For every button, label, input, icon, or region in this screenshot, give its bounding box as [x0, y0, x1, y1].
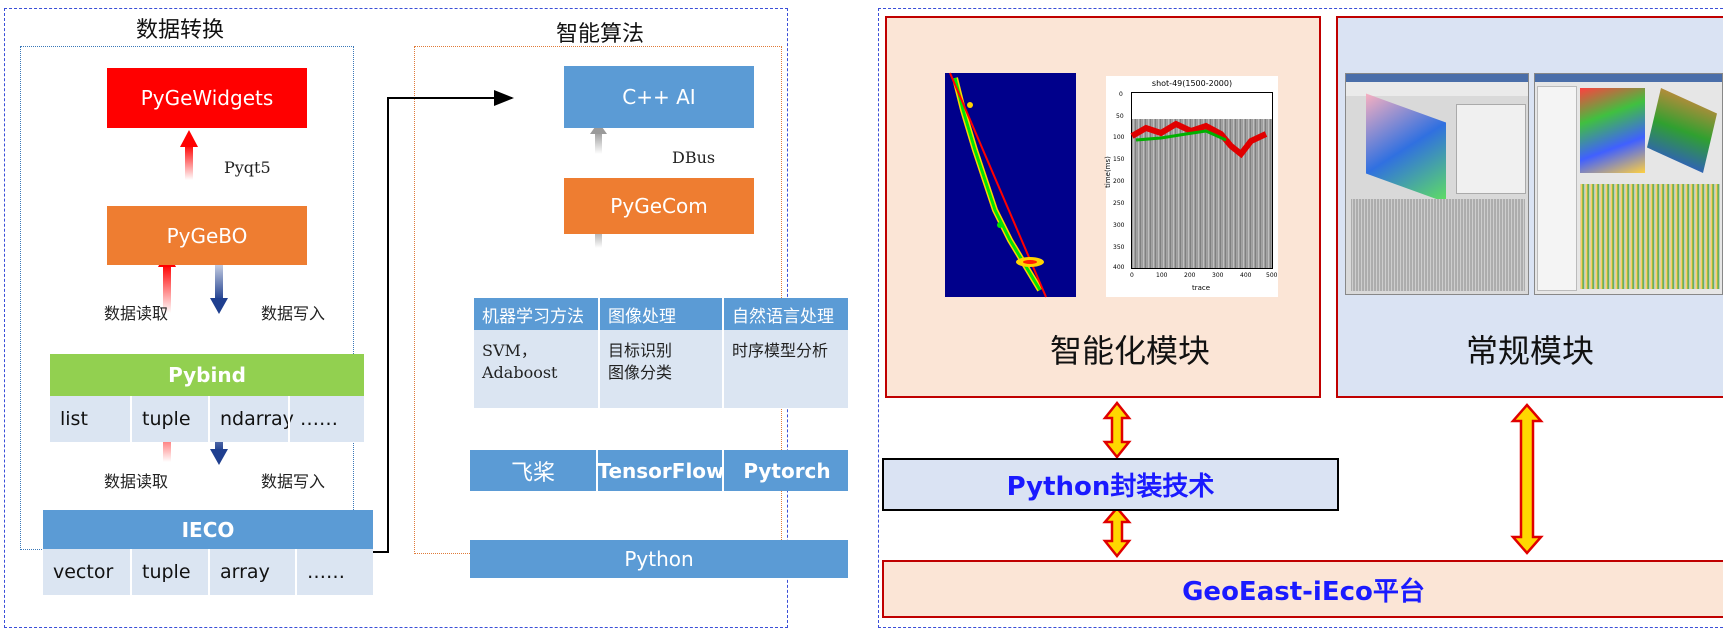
ieco-cell: tuple	[130, 549, 208, 595]
plot-ytick: 300	[1113, 222, 1125, 229]
framework-cell: TensorFlow	[596, 450, 725, 491]
methods-item: 时序模型分析	[732, 341, 829, 360]
platform-bar: GeoEast-iEco平台	[882, 560, 1723, 618]
plot-ylabel: time(ms)	[1103, 156, 1112, 188]
write-label: 数据写入	[261, 304, 326, 323]
plot-ytick: 350	[1113, 244, 1125, 251]
methods-header-cell: 图像处理	[598, 298, 722, 330]
framework-cell: 飞桨	[510, 460, 555, 486]
plot-area	[1131, 92, 1273, 269]
double-arrow-icon	[1102, 506, 1132, 559]
plot-xtick: 300	[1212, 272, 1224, 279]
framework-cell: Pytorch	[722, 450, 850, 491]
plot-ytick: 100	[1113, 134, 1125, 141]
ieco-cell: vector	[53, 561, 114, 583]
methods-item: 目标识别	[608, 341, 673, 360]
ieco-row: vector tuple array ……	[43, 549, 373, 595]
plot-xtick: 400	[1240, 272, 1252, 279]
plot-xtick: 200	[1184, 272, 1196, 279]
read-label: 数据读取	[104, 472, 169, 491]
pybind-cell: ndarray	[208, 396, 294, 442]
plot-ytick: 400	[1113, 264, 1125, 271]
methods-item: SVM，Adaboost	[482, 341, 558, 382]
pybind-row: list tuple ndarray ……	[50, 396, 364, 442]
smart-module-title: 智能化模块	[1049, 332, 1210, 370]
methods-item: 图像分类	[608, 363, 673, 382]
plot-ytick: 150	[1113, 156, 1125, 163]
plot-xtick: 0	[1130, 272, 1134, 279]
plot-ytick: 250	[1113, 200, 1125, 207]
up-arrow-icon	[590, 122, 607, 154]
methods-header-cell: 机器学习方法	[482, 306, 584, 327]
normal-module-title: 常规模块	[1465, 332, 1594, 370]
methods-body-row: SVM，Adaboost 目标识别图像分类 时序模型分析	[474, 330, 848, 408]
down-arrow-icon	[210, 252, 228, 314]
plot-ytick: 0	[1119, 91, 1123, 98]
ieco-cell: array	[208, 549, 295, 595]
pygewidgets-box: PyGeWidgets	[107, 68, 307, 128]
pybind-cell: tuple	[130, 396, 208, 442]
ai-algorithm-title: 智能算法	[555, 22, 644, 47]
write-label: 数据写入	[261, 472, 326, 491]
methods-header-row: 机器学习方法 图像处理 自然语言处理	[474, 298, 848, 330]
right-outer-frame	[878, 8, 1723, 628]
methods-cell: 目标识别图像分类	[598, 330, 722, 408]
plot-xlabel: trace	[1192, 284, 1211, 292]
methods-cell: SVM，Adaboost	[474, 330, 598, 408]
plot-xtick: 100	[1156, 272, 1168, 279]
up-arrow-icon	[180, 130, 198, 180]
pygebo-box: PyGeBO	[107, 206, 307, 265]
plot-xtick: 500	[1266, 272, 1278, 279]
pybind-header: Pybind	[50, 354, 364, 396]
plot-ytick: 200	[1113, 178, 1125, 185]
ieco-header: IECO	[43, 510, 373, 549]
pybind-cell: list	[60, 408, 88, 430]
read-label: 数据读取	[104, 304, 169, 323]
plot-ytick: 50	[1116, 113, 1124, 120]
cpp-ai-box: C++ AI	[564, 66, 754, 128]
python-wrap-bar: Python封装技术	[882, 458, 1339, 511]
software-screenshot-image	[1534, 73, 1723, 295]
framework-row: 飞桨 TensorFlow Pytorch	[470, 450, 848, 491]
double-arrow-icon	[1102, 400, 1132, 460]
pyqt5-label: Pyqt5	[224, 158, 271, 177]
methods-cell: 时序模型分析	[722, 330, 848, 408]
methods-header-cell: 自然语言处理	[722, 298, 848, 330]
data-conversion-title: 数据转换	[135, 18, 224, 43]
ieco-cell: ……	[295, 549, 373, 595]
python-box: Python	[470, 540, 848, 578]
software-screenshot-image	[1345, 73, 1529, 295]
seismic-plot: shot-49(1500-2000) time(ms) trace 0 50 1…	[1103, 76, 1278, 297]
plot-overlay	[1130, 93, 1272, 159]
dbus-label: DBus	[672, 148, 716, 167]
pybind-cell: ……	[288, 396, 364, 442]
double-arrow-icon	[1510, 403, 1544, 555]
plot-title: shot-49(1500-2000)	[1151, 79, 1233, 88]
pygecom-box: PyGeCom	[564, 178, 754, 234]
